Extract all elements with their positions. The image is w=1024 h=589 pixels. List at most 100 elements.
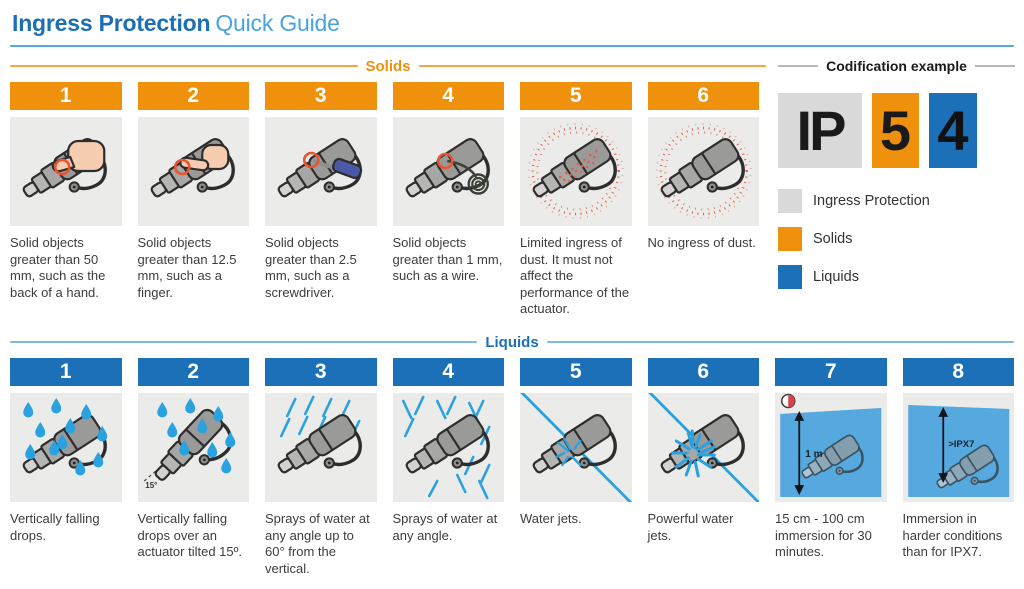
solids-grid: 1 Solid objects greater than 50 mm, such… — [10, 82, 759, 330]
rating-description: Immersion in harder conditions than for … — [902, 511, 1003, 559]
timer-clock-icon — [781, 393, 796, 409]
rating-description: Solid objects greater than 2.5 mm, such … — [265, 235, 357, 300]
codification-title: Codification example — [826, 58, 967, 74]
actuator-wire-icon — [399, 134, 490, 206]
divider-line — [10, 65, 358, 67]
actuator-dust-none-icon — [647, 117, 759, 226]
rating-number: 3 — [265, 82, 377, 110]
ip-code: IP 5 4 — [778, 93, 1015, 168]
solids-section-header: Solids — [10, 57, 767, 75]
actuator-screwdriver-icon — [271, 134, 363, 206]
legend-item-solids: Solids — [778, 227, 1015, 251]
orange-swatch-icon — [778, 227, 802, 251]
rating-number: 5 — [520, 358, 632, 386]
liquids-col-5: 5 Water jets. — [520, 358, 632, 577]
tilt-angle-label: 15° — [145, 481, 157, 490]
solids-col-6: 6 No ingress of dust. — [647, 82, 759, 330]
ip-code-solids-digit: 5 — [872, 93, 919, 168]
page-title-light: Quick Guide — [215, 10, 340, 36]
rating-description: Sprays of water at any angle up to 60° f… — [265, 511, 370, 576]
actuator-immersion-icon: 1 m — [780, 393, 882, 497]
solids-col-3: 3 Solid objects greater than 2.5 mm, suc… — [265, 82, 377, 330]
header-rule — [10, 45, 1014, 47]
actuator-immersion-deep-icon: >IPX7 — [907, 405, 1009, 497]
illustration-box — [10, 393, 122, 502]
rating-number: 4 — [392, 82, 504, 110]
liquids-col-1: 1 Vertically falling drops. — [10, 358, 122, 577]
rating-number: 1 — [10, 82, 122, 110]
illustration-box — [10, 117, 122, 226]
liquids-col-8: 8 >IPX7 Immersion in harder conditions t… — [902, 358, 1014, 577]
liquids-col-3: 3 Sprays of water at any angle up to 60°… — [265, 358, 377, 577]
actuator-hand-icon — [16, 134, 107, 206]
divider-line — [546, 341, 1015, 343]
solids-section-label: Solids — [365, 57, 411, 75]
rating-description: No ingress of dust. — [647, 235, 756, 250]
illustration-box — [392, 117, 504, 226]
legend-label: Liquids — [813, 269, 859, 285]
rating-description: Vertically falling drops. — [10, 511, 100, 543]
rating-number: 2 — [137, 358, 249, 386]
illustration-box — [520, 117, 632, 226]
rating-description: Solid objects greater than 1 mm, such as… — [392, 235, 503, 283]
actuator-water-jet-icon — [520, 393, 632, 502]
rating-description: Sprays of water at any angle. — [392, 511, 498, 543]
rating-description: 15 cm - 100 cm immersion for 30 minutes. — [775, 511, 872, 559]
legend-item-ingress-protection: Ingress Protection — [778, 189, 1015, 213]
liquids-col-2: 2 15° Vertically falling drops over an a… — [137, 358, 249, 577]
illustration-box: >IPX7 — [902, 393, 1014, 502]
rating-number: 2 — [137, 82, 249, 110]
legend-label: Ingress Protection — [813, 193, 930, 209]
illustration-box — [647, 393, 759, 502]
illustration-box — [392, 393, 504, 502]
immersion-depth-label: 1 m — [805, 449, 822, 460]
liquids-section-header: Liquids — [10, 333, 1015, 351]
codification-panel: Codification example IP 5 4 Ingress Prot… — [778, 58, 1015, 289]
rating-number: 6 — [647, 358, 759, 386]
actuator-drops-tilted-icon: 15° — [137, 398, 240, 491]
rating-number: 6 — [647, 82, 759, 110]
liquids-col-4: 4 Sprays of water at any angle. — [392, 358, 504, 577]
rating-number: 8 — [902, 358, 1014, 386]
rating-description: Solid objects greater than 12.5 mm, such… — [137, 235, 237, 300]
legend-label: Solids — [813, 231, 853, 247]
divider-line — [778, 65, 819, 67]
actuator-spray-60-icon — [271, 395, 362, 482]
actuator-drops-icon — [16, 398, 108, 482]
gray-swatch-icon — [778, 189, 802, 213]
solids-col-4: 4 Solid objects greater than 1 mm, such … — [392, 82, 504, 330]
rating-description: Solid objects greater than 50 mm, such a… — [10, 235, 106, 300]
rating-number: 5 — [520, 82, 632, 110]
actuator-spray-any-icon — [399, 395, 491, 500]
legend-item-liquids: Liquids — [778, 265, 1015, 289]
ip-code-letters: IP — [778, 93, 862, 168]
rating-number: 1 — [10, 358, 122, 386]
rating-description: Limited ingress of dust. It must not aff… — [520, 235, 630, 316]
illustration-box: 1 m — [775, 393, 887, 502]
rating-description: Vertically falling drops over an actuato… — [137, 511, 242, 559]
divider-line — [10, 341, 478, 343]
divider-line — [974, 65, 1015, 67]
codification-header: Codification example — [778, 58, 1015, 74]
rating-number: 4 — [392, 358, 504, 386]
legend: Ingress Protection Solids Liquids — [778, 189, 1015, 289]
solids-col-2: 2 Solid objects greater than 12.5 mm, su… — [137, 82, 249, 330]
illustration-box: 15° — [137, 393, 249, 502]
actuator-finger-icon — [144, 134, 235, 206]
solids-col-5: 5 Limited ingress of dust. It must not a… — [520, 82, 632, 330]
ip-code-liquids-digit: 4 — [929, 93, 977, 168]
divider-line — [418, 65, 767, 67]
rating-number: 7 — [775, 358, 887, 386]
page-title-bold: Ingress Protection — [12, 10, 211, 36]
blue-swatch-icon — [778, 265, 802, 289]
rating-number: 3 — [265, 358, 377, 386]
liquids-section-label: Liquids — [485, 333, 539, 351]
illustration-box — [137, 117, 249, 226]
actuator-dust-limited-icon — [520, 117, 632, 226]
immersion-depth-label: >IPX7 — [948, 439, 974, 450]
illustration-box — [265, 393, 377, 502]
rating-description: Water jets. — [520, 511, 582, 526]
rating-description: Powerful water jets. — [647, 511, 734, 543]
